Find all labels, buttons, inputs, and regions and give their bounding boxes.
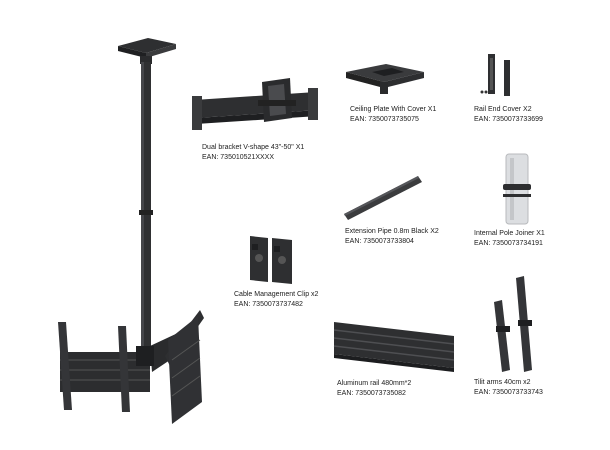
part-ean: EAN: 7350073733804 <box>345 238 414 245</box>
part-label: Tilit arms 40cm x2 <box>474 379 531 386</box>
part-ean: EAN: 7350073733699 <box>474 116 543 123</box>
part-caption-rail-end-cover: Rail End Cover X2 EAN: 7350073733699 <box>474 105 543 125</box>
part-caption-extension-pipe: Extension Pipe 0.8m Black X2 EAN: 735007… <box>345 227 439 247</box>
part-label: Ceiling Plate With Cover X1 <box>350 106 437 113</box>
part-caption-dual-bracket: Dual bracket V-shape 43"-50" X1 EAN: 735… <box>202 143 304 163</box>
part-ean: EAN: 7350073733743 <box>474 389 543 396</box>
part-ean: EAN: 735010521XXXX <box>202 154 274 161</box>
part-label: Cable Management Clip x2 <box>234 291 319 298</box>
part-caption-tilt-arms: Tilit arms 40cm x2 EAN: 7350073733743 <box>474 378 543 398</box>
part-label: Internal Pole Joiner X1 <box>474 230 545 237</box>
part-caption-ceiling-plate: Ceiling Plate With Cover X1 EAN: 7350073… <box>350 105 436 125</box>
part-caption-pole-joiner: Internal Pole Joiner X1 EAN: 73500737341… <box>474 229 545 249</box>
part-ean: EAN: 7350073735082 <box>337 390 406 397</box>
part-label: Rail End Cover X2 <box>474 106 532 113</box>
part-ean: EAN: 7350073735075 <box>350 116 419 123</box>
part-label: Dual bracket V-shape 43"-50" X1 <box>202 144 305 151</box>
part-ean: EAN: 7350073734191 <box>474 240 543 247</box>
part-label: Extension Pipe 0.8m Black X2 <box>345 228 439 235</box>
part-caption-aluminum-rail: Aluminum rail 480mm*2 EAN: 7350073735082 <box>337 379 411 399</box>
part-caption-cable-clip: Cable Management Clip x2 EAN: 7350073737… <box>234 290 318 310</box>
part-ean: EAN: 7350073737482 <box>234 301 303 308</box>
part-label: Aluminum rail 480mm*2 <box>337 380 412 387</box>
